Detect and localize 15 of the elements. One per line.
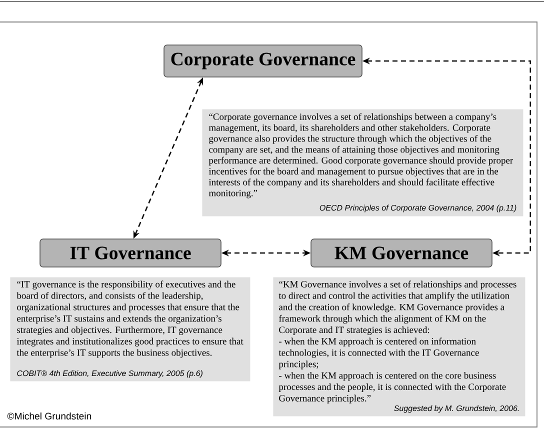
governance-box: IT Governance — [40, 238, 222, 268]
quote-text: “KM Governance involves a set of relationships and processes to direct and control the activities that amplify the utilization and the creation of knowledge. KM Governance provides a framework through which the alignment of KM on the Corporate and IT strategies is achieved: — [278, 280, 516, 336]
quote-text: “IT governance is the responsibility of executives and the board of directors, and consists of the leadership, organizational structures and processes that ensure that the enterprise’s IT sustains and extends the organization’s strategies and objectives. Furthermore, IT governance integrates and institutionalizes good practices to ensure that the enterprise’s IT supports the business objectives. — [16, 280, 244, 358]
governance-box: Corporate Governance — [164, 44, 362, 78]
governance-box: KM Governance — [310, 238, 492, 268]
citation-text: Suggested by M. Grundstein, 2006. — [394, 405, 519, 413]
citation-text: COBIT® 4th Edition, Executive Summary, 2005 (p.6) — [17, 370, 202, 378]
quote-text: - when the KM approach is centered on information technologies, it is connected with the IT Governance principles; — [278, 338, 479, 370]
citation-text: OECD Principles of Corporate Governance, 2004 (p.11) — [320, 204, 516, 212]
quote-text: - when the KM approach is centered on the core business processes and the people, it is connected with the Corporate Governance principles.” — [278, 372, 506, 404]
quote-panel — [10, 277, 250, 382]
copyright-note: ©Michel Grundstein — [7, 412, 91, 420]
quote-text: “Corporate governance involves a set of relationships between a company’s management, its board, its shareholders and other stakeholders. Corporate governance also provides the structure through which the objectives of the company are set, and the means of attaining those objectives and monitoring performance are determined. Good corporate governance should provide proper incentives for the board and management to pursue objectives that are in the interests of the company and its shareholders and should facilitate effective monitoring.” — [208, 113, 514, 198]
quote-panel — [202, 109, 524, 216]
quote-panel — [273, 277, 526, 416]
